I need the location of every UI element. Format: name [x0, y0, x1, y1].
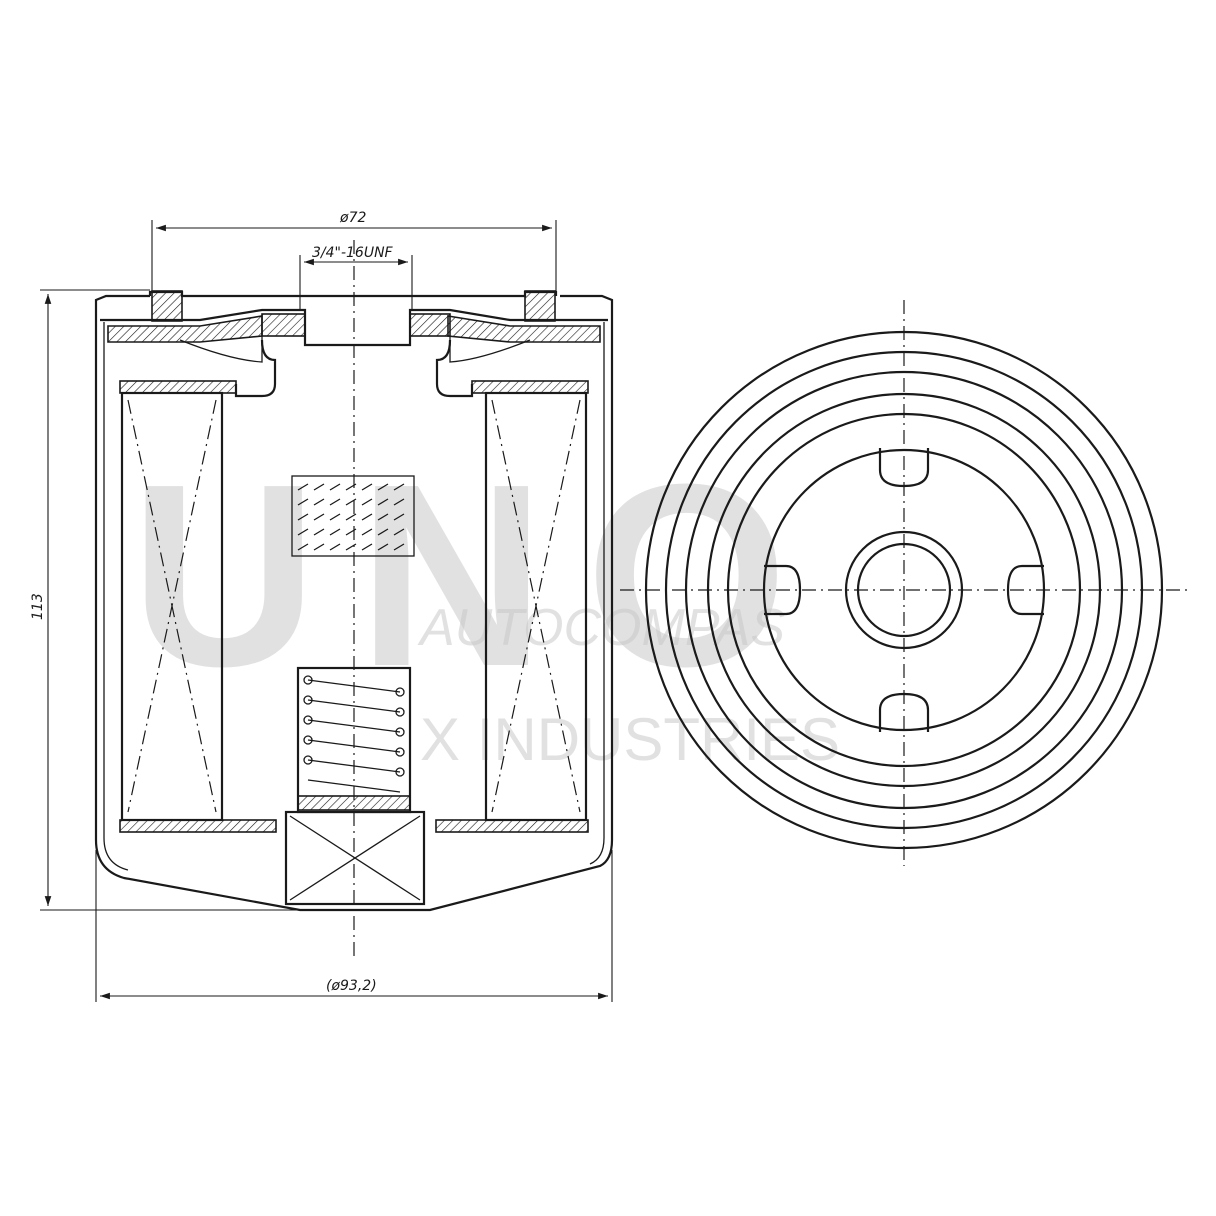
lug-right — [1006, 564, 1044, 616]
dim-thread-label: 3/4"-16UNF — [312, 245, 394, 261]
dim-height-label: 113 — [30, 593, 46, 620]
center-tube — [234, 339, 474, 398]
dimension-height: 113 — [30, 289, 300, 911]
dimension-outer-seal: ø72 — [151, 210, 557, 292]
outer-can — [94, 294, 614, 912]
dimension-thread: 3/4"-16UNF — [299, 245, 413, 310]
dimension-body-diameter: (ø93,2) — [95, 850, 613, 1002]
top-view — [620, 300, 1192, 866]
lug-left — [764, 564, 802, 616]
top-end-cap — [119, 380, 237, 394]
dim-body-diameter-label: (ø93,2) — [326, 978, 377, 994]
dim-outer-seal-label: ø72 — [339, 210, 366, 226]
perforations — [297, 483, 405, 551]
watermark: UNO AUTOCOMPAS X INDUSTRIES — [130, 431, 840, 773]
perforated-tube — [291, 475, 415, 557]
bottom-end-cap — [119, 819, 277, 833]
bottom-plate-block — [284, 810, 426, 906]
watermark-line1: AUTOCOMPAS — [417, 599, 785, 657]
seal-gasket-left — [151, 290, 183, 322]
seal-gasket-right — [524, 290, 556, 322]
watermark-logo: UNO — [130, 431, 828, 721]
section-view — [94, 240, 614, 960]
